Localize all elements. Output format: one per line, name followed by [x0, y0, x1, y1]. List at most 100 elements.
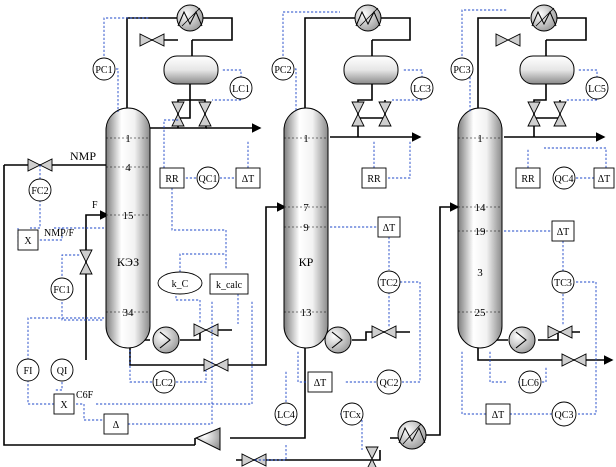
block-delta: Δ — [103, 413, 129, 435]
svg-text:RR: RR — [367, 174, 381, 185]
svg-text:ΔT: ΔT — [598, 174, 611, 185]
controller-qc2: QC2 — [376, 369, 402, 395]
svg-text:ΔT: ΔT — [314, 378, 327, 389]
controller-qc3: QC3 — [551, 401, 577, 427]
column-3: 1 14 19 3 25 — [457, 107, 503, 349]
svg-text:FC2: FC2 — [31, 186, 48, 197]
svg-text:ΔT: ΔT — [557, 227, 570, 238]
block-rr2: RR — [361, 167, 387, 189]
controller-lc5: LC5 — [585, 76, 609, 100]
svg-text:LC6: LC6 — [521, 378, 539, 389]
condenser-3 — [530, 4, 558, 32]
svg-text:ΔT: ΔT — [492, 410, 505, 421]
reflux-drum-2 — [343, 55, 399, 85]
block-dt1: ΔT — [235, 167, 261, 189]
svg-text:FC1: FC1 — [53, 285, 70, 296]
controller-tc3: TC3 — [551, 270, 575, 294]
controller-lc6: LC6 — [518, 370, 542, 394]
block-dt3: ΔT — [593, 167, 615, 189]
controller-lc4: LC4 — [274, 402, 298, 426]
svg-text:ΔT: ΔT — [383, 223, 396, 234]
svg-text:QI: QI — [57, 366, 68, 377]
svg-text:LC4: LC4 — [277, 410, 295, 421]
tray-label: 7 — [303, 202, 309, 214]
svg-text:LC3: LC3 — [413, 84, 431, 95]
column-kez: 1 4 15 КЭЗ 34 — [105, 107, 151, 349]
svg-text:X: X — [24, 236, 32, 247]
controllers: PC1 LC1 QC1 PC2 LC3 PC3 LC5 QC4 FC2 FC1 … — [16, 57, 609, 427]
svg-text:LC2: LC2 — [155, 378, 173, 389]
svg-text:PC1: PC1 — [95, 65, 112, 76]
svg-text:RR: RR — [521, 174, 535, 185]
controller-qc4: QC4 — [552, 166, 576, 190]
controller-tc2: TC2 — [377, 270, 401, 294]
svg-text:k_C: k_C — [172, 279, 189, 290]
block-x2: X — [53, 393, 75, 415]
reboiler-1 — [152, 326, 180, 354]
pump — [194, 427, 221, 451]
svg-text:TC3: TC3 — [554, 278, 572, 289]
signal-lines — [17, 9, 607, 461]
controller-qc1: QC1 — [196, 166, 220, 190]
svg-text:LC1: LC1 — [232, 84, 250, 95]
tray-label: 25 — [475, 307, 487, 319]
svg-text:RR: RR — [165, 174, 179, 185]
controller-pc2: PC2 — [271, 57, 295, 81]
svg-text:X: X — [60, 400, 68, 411]
function-blocks: RR ΔT RR ΔT RR ΔT ΔT ΔT ΔT X X Δ k_calc — [17, 167, 615, 435]
column-kr: 1 7 9 КР 13 — [283, 107, 329, 349]
block-x1: X — [17, 229, 39, 251]
block-dt6: ΔT — [485, 403, 511, 425]
svg-text:TC2: TC2 — [380, 278, 398, 289]
tray-label: 15 — [123, 210, 135, 222]
tray-label: 4 — [125, 162, 131, 174]
reboiler-2 — [324, 326, 352, 354]
condenser-2 — [354, 4, 382, 32]
svg-text:TCx: TCx — [343, 410, 361, 421]
controller-kc: k_C — [157, 271, 203, 295]
condenser-1 — [176, 4, 204, 32]
svg-text:ΔT: ΔT — [242, 174, 255, 185]
controller-tcx: TCx — [340, 402, 364, 426]
control-valves — [27, 33, 587, 467]
controller-lc3: LC3 — [410, 76, 434, 100]
tray-label: 9 — [303, 222, 309, 234]
tray-label: 1 — [477, 133, 483, 145]
block-kcalc: k_calc — [209, 273, 249, 295]
tray-label: 19 — [475, 226, 487, 238]
svg-text:QC2: QC2 — [380, 378, 399, 389]
controller-pc1: PC1 — [92, 57, 116, 81]
block-dt4: ΔT — [551, 220, 575, 242]
tray-label: 1 — [303, 133, 309, 145]
svg-text:QC3: QC3 — [555, 410, 574, 421]
tray-label: 3 — [477, 267, 483, 279]
svg-text:PC3: PC3 — [453, 65, 470, 76]
column-name: КЭЗ — [117, 255, 139, 269]
block-dt5: ΔT — [307, 371, 333, 393]
svg-text:QC4: QC4 — [555, 174, 574, 185]
svg-text:Δ: Δ — [113, 420, 120, 431]
column-name: КР — [299, 255, 314, 269]
svg-text:PC2: PC2 — [274, 65, 291, 76]
tray-label: 13 — [301, 307, 313, 319]
controller-fc2: FC2 — [28, 178, 52, 202]
heat-exchanger-bottom — [397, 420, 427, 450]
controller-fc1: FC1 — [50, 277, 74, 301]
block-rr1: RR — [159, 167, 185, 189]
svg-text:FI: FI — [24, 366, 33, 377]
stream-label-c6f: C6F — [76, 390, 94, 401]
tray-label: 1 — [125, 133, 131, 145]
reflux-drum-1 — [163, 55, 219, 85]
tray-label: 34 — [123, 307, 135, 319]
controller-lc2: LC2 — [152, 370, 176, 394]
reboiler-3 — [508, 326, 536, 354]
reflux-drum-3 — [519, 55, 575, 85]
stream-label-nmp: NMP — [70, 149, 96, 163]
controller-fi: FI — [16, 358, 40, 382]
stream-label-ratio: NMP/F — [44, 228, 74, 239]
controller-qi: QI — [50, 358, 74, 382]
svg-text:k_calc: k_calc — [216, 280, 243, 291]
block-rr3: RR — [515, 167, 541, 189]
svg-text:LC5: LC5 — [588, 84, 606, 95]
